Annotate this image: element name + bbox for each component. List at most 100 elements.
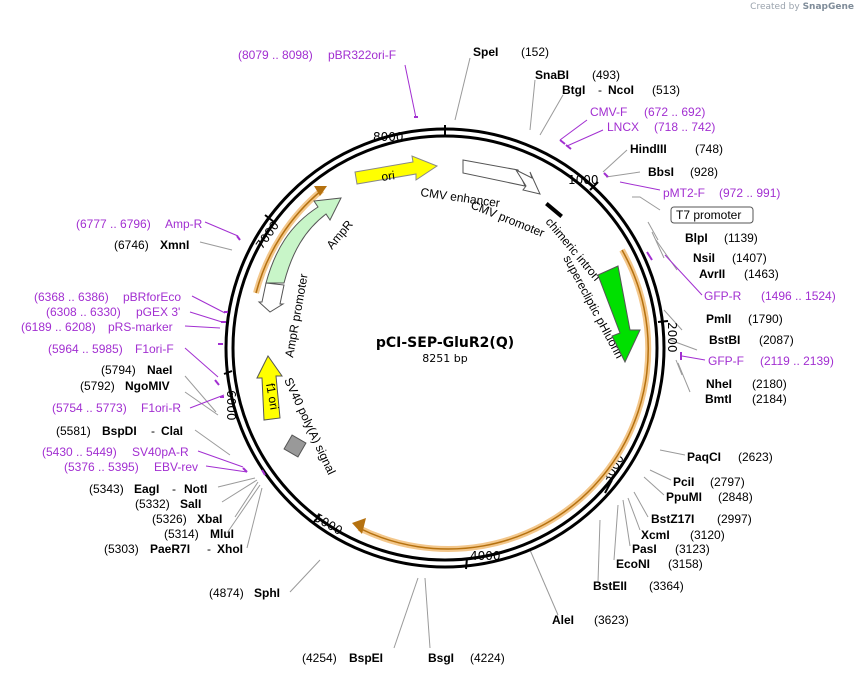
primer-gfpr-name: GFP-R [704,289,742,303]
primer-labels: (8079 .. 8098) pBR322ori-F CMV-F (672 ..… [21,48,836,474]
svg-text:(5303): (5303) [104,542,139,556]
plasmid-size: 8251 bp [422,352,467,365]
svg-text:(5332): (5332) [135,497,170,511]
enzyme-bbsi: BbsI [648,165,674,179]
svg-text:(4224): (4224) [470,651,505,665]
primer-ampr-range: (6777 .. 6796) [76,217,151,231]
primer-cmvf-range: (672 .. 692) [644,105,705,119]
svg-text:6000: 6000 [224,390,238,421]
svg-text:(748): (748) [695,142,723,156]
primer-ebv-range: (5376 .. 5395) [64,460,139,474]
enzyme-snabi: SnaBI [535,68,569,82]
enzyme-ncoi: NcoI [608,83,634,97]
enzyme-bspei: BspEI [349,651,383,665]
enzyme-pasi: PasI [632,542,657,556]
cmv-enhancer-arrow [462,159,526,187]
enzyme-noti: NotI [184,482,207,496]
enzyme-nsii: NsiI [693,251,715,265]
primer-ebv-name: EBV-rev [154,460,198,474]
f1-ori-label: f1 ori [263,382,281,411]
svg-text:(1407): (1407) [732,251,767,265]
primer-pmt2-name: pMT2-F [663,186,705,200]
svg-text:(1139): (1139) [724,231,758,245]
enzyme-bstbi: BstBI [709,333,740,347]
svg-text:(513): (513) [652,83,680,97]
enzyme-ppumi: PpuMI [666,490,702,504]
ori-arrow [354,155,439,185]
enzyme-paer7i: PaeR7I [150,542,190,556]
svg-text:(2087): (2087) [759,333,794,347]
svg-text:(2848): (2848) [718,490,753,504]
svg-text:(5581): (5581) [56,424,91,438]
svg-text:-: - [207,542,211,556]
enzyme-econi: EcoNI [616,557,650,571]
svg-text:(5343): (5343) [89,482,124,496]
primer-sv40pa-name: SV40pA-R [132,445,189,459]
svg-text:(1463): (1463) [744,267,779,281]
enzyme-spei: SpeI [473,45,498,59]
svg-text:(493): (493) [592,68,620,82]
primer-lncx-range: (718 .. 742) [654,120,715,134]
primer-pbr322-name: pBR322ori-F [328,48,396,62]
svg-text:(2997): (2997) [717,512,752,526]
enzyme-xbai: XbaI [197,512,222,526]
chimeric-intron-feature [545,202,563,218]
ampr-promoter-label: AmpR promoter [282,273,310,359]
enzyme-clai: ClaI [161,424,183,438]
svg-text:(5794): (5794) [101,363,136,377]
svg-text:(3120): (3120) [690,528,725,542]
sv40-feature [283,434,307,458]
svg-text:(5792): (5792) [80,379,115,393]
enzyme-btgi: BtgI [562,83,585,97]
t7-promoter-label: T7 promoter [676,208,741,222]
ampr-arrow [265,197,342,284]
primer-gfpf-range: (2119 .. 2139) [760,354,834,368]
primer-f1f-range: (5964 .. 5985) [48,342,123,356]
svg-text:(4874): (4874) [209,586,244,600]
primer-pbr322-range: (8079 .. 8098) [238,48,313,62]
enzyme-bmti: BmtI [705,392,732,406]
enzyme-bstz17i: BstZ17I [651,512,694,526]
enzyme-paqci: PaqCI [687,450,721,464]
tick-marks [223,125,669,570]
enzyme-naei: NaeI [147,363,172,377]
enzyme-hindiii: HindIII [630,142,667,156]
primer-sv40pa-range: (5430 .. 5449) [42,445,117,459]
svg-text:(2184): (2184) [752,392,787,406]
enzyme-alei: AleI [552,613,574,627]
enzyme-blpi: BlpI [685,231,708,245]
enzyme-pcii: PciI [673,475,694,489]
svg-text:(5314): (5314) [164,527,199,541]
svg-text:(3158): (3158) [668,557,703,571]
primer-pgex-name: pGEX 3' [136,305,180,319]
svg-text:(928): (928) [690,165,718,179]
svg-text:4000: 4000 [470,549,501,563]
svg-text:(2797): (2797) [710,475,745,489]
svg-text:(3364): (3364) [649,579,684,593]
svg-text:(3123): (3123) [675,542,710,556]
primer-f1f-name: F1ori-F [135,342,174,356]
ori-label: ori [380,168,395,184]
enzyme-pmli: PmlI [706,312,731,326]
enzyme-sphi: SphI [254,586,280,600]
enzyme-ngomiv: NgoMIV [125,379,170,393]
cmv-promoter-arrow [514,168,541,195]
cmv-promoter-label: CMV promoter [469,198,547,240]
primer-f1r-name: F1ori-R [141,401,181,415]
primer-markers [214,116,682,476]
svg-text:(2623): (2623) [738,450,773,464]
primer-pmt2-range: (972 .. 991) [719,186,780,200]
svg-text:8000: 8000 [373,130,404,144]
svg-text:(2180): (2180) [752,377,787,391]
ampr-label: AmpR [324,217,356,252]
svg-text:-: - [172,482,176,496]
svg-text:(4254): (4254) [302,651,337,665]
svg-text:(5326): (5326) [152,512,187,526]
enzyme-sali: SalI [180,497,201,511]
primer-f1r-range: (5754 .. 5773) [52,401,127,415]
enzyme-labels-right: SpeI (152) SnaBI (493) BtgI - NcoI (513)… [428,45,794,665]
primer-ampr-name: Amp-R [165,217,203,231]
primer-gfpr-range: (1496 .. 1524) [761,289,836,303]
superecliptic-arc [357,248,652,553]
